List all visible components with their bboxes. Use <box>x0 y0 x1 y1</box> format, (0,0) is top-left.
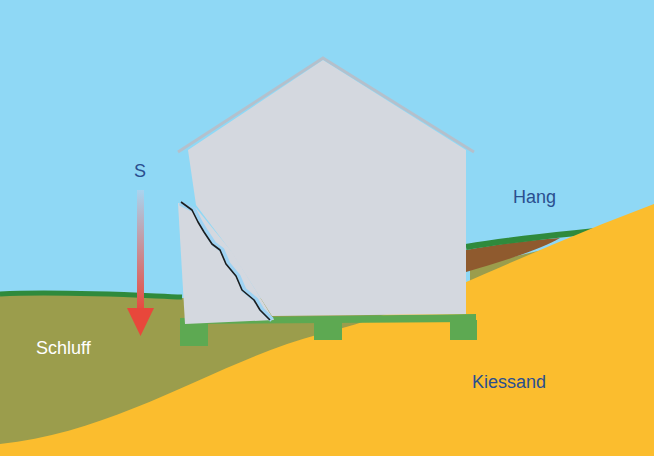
soil-label: Schluff <box>36 339 91 359</box>
settlement-symbol: S <box>134 162 146 182</box>
crack-line <box>181 202 270 320</box>
house-roof <box>178 58 474 152</box>
crack-gap <box>180 203 272 320</box>
soil-label: Kiessand <box>472 373 546 393</box>
broken-wall-piece <box>178 203 274 324</box>
grass-line <box>0 293 182 297</box>
settlement-arrow-shaft <box>137 190 144 312</box>
foundation-pad <box>314 320 342 340</box>
foundation-pad <box>450 320 477 340</box>
settlement-arrow-head <box>127 308 154 336</box>
soil-label: Hang <box>513 188 556 208</box>
foundation-pad <box>180 322 208 346</box>
